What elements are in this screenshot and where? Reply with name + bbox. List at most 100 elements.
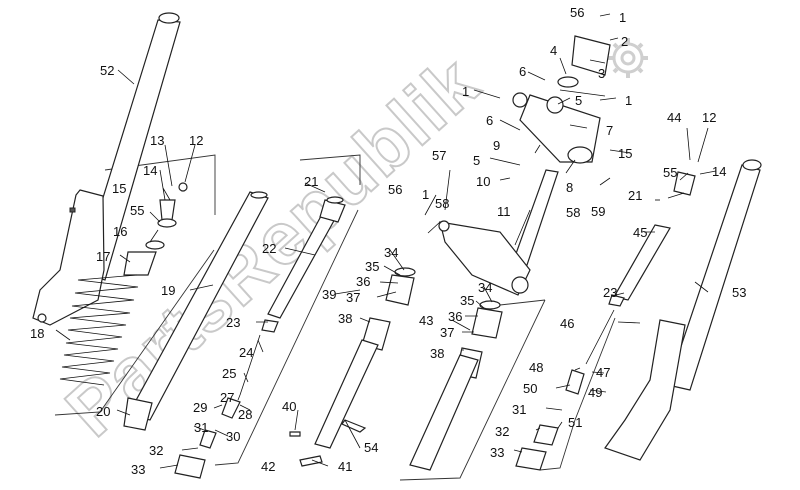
frame-center-left-cartridge xyxy=(214,154,361,466)
callout-14a: 14 xyxy=(143,163,157,178)
callout-37a: 37 xyxy=(346,290,360,305)
gear-watermark-icon xyxy=(608,38,648,78)
callout-49: 49 xyxy=(588,385,602,400)
callout-39: 39 xyxy=(322,287,336,302)
callout-43: 43 xyxy=(419,313,433,328)
callout-38a: 38 xyxy=(338,311,352,326)
callout-1d: 1 xyxy=(422,187,429,202)
callout-29: 29 xyxy=(193,400,207,415)
cartridge-left xyxy=(174,196,346,479)
frame-center-right-cartridge xyxy=(399,299,546,481)
assembly-frames xyxy=(54,154,660,481)
callout-5a: 5 xyxy=(575,93,582,108)
callout-1b: 1 xyxy=(462,84,469,99)
callout-50: 50 xyxy=(523,381,537,396)
callout-34a: 34 xyxy=(384,245,398,260)
frame-left-internals xyxy=(54,154,216,416)
callout-58b: 58 xyxy=(566,205,580,220)
callout-33b: 33 xyxy=(490,445,504,460)
callout-23b: 23 xyxy=(603,285,617,300)
callout-56b: 56 xyxy=(388,182,402,197)
callout-labels: 1 1 1 1 2 3 4 5 5 6 6 7 8 9 10 11 12 12 … xyxy=(30,5,746,477)
callout-24: 24 xyxy=(239,345,253,360)
callout-25: 25 xyxy=(222,366,236,381)
callout-27: 27 xyxy=(220,390,234,405)
left-damper-tube xyxy=(123,191,269,431)
callout-36a: 36 xyxy=(356,274,370,289)
callout-5b: 5 xyxy=(473,153,480,168)
callout-55b: 55 xyxy=(663,165,677,180)
callout-53: 53 xyxy=(732,285,746,300)
callout-13: 13 xyxy=(150,133,164,148)
callout-38b: 38 xyxy=(430,346,444,361)
callout-10: 10 xyxy=(476,174,490,189)
callout-40: 40 xyxy=(282,399,296,414)
callout-36b: 36 xyxy=(448,309,462,324)
leader-lines xyxy=(55,13,717,469)
callout-47: 47 xyxy=(596,365,610,380)
callout-45: 45 xyxy=(633,225,647,240)
callout-41: 41 xyxy=(338,459,352,474)
callout-35b: 35 xyxy=(460,293,474,308)
callout-11: 11 xyxy=(497,204,511,219)
callout-21a: 21 xyxy=(304,174,318,189)
right-fork-leg xyxy=(604,159,762,461)
callout-55a: 55 xyxy=(130,203,144,218)
callout-4: 4 xyxy=(550,43,557,58)
cartridge-center-right xyxy=(409,300,503,471)
upper-triple-clamp xyxy=(512,35,611,164)
callout-18: 18 xyxy=(30,326,44,341)
callout-15b: 15 xyxy=(618,146,632,161)
callout-33a: 33 xyxy=(131,462,145,477)
callout-42: 42 xyxy=(261,459,275,474)
callout-16: 16 xyxy=(113,224,127,239)
callout-21b: 21 xyxy=(628,188,642,203)
callout-35a: 35 xyxy=(365,259,379,274)
callout-12a: 12 xyxy=(189,133,203,148)
callout-19: 19 xyxy=(161,283,175,298)
left-spring xyxy=(59,251,157,386)
callout-15a: 15 xyxy=(112,181,126,196)
callout-6b: 6 xyxy=(486,113,493,128)
callout-51: 51 xyxy=(568,415,582,430)
callout-48: 48 xyxy=(529,360,543,375)
callout-52: 52 xyxy=(100,63,114,78)
callout-1c: 1 xyxy=(625,93,632,108)
callout-28: 28 xyxy=(238,407,252,422)
callout-32a: 32 xyxy=(149,443,163,458)
callout-31a: 31 xyxy=(194,420,208,435)
callout-32b: 32 xyxy=(495,424,509,439)
callout-3: 3 xyxy=(598,66,605,81)
callout-46: 46 xyxy=(560,316,574,331)
right-internals xyxy=(515,171,696,471)
callout-9: 9 xyxy=(493,138,500,153)
cartridge-center-left xyxy=(289,267,416,467)
lower-triple-clamp xyxy=(438,169,559,296)
callout-58a: 58 xyxy=(435,196,449,211)
callout-20: 20 xyxy=(96,404,110,419)
callout-23a: 23 xyxy=(226,315,240,330)
left-cap-group xyxy=(145,182,188,250)
callout-17: 17 xyxy=(96,249,110,264)
callout-30: 30 xyxy=(226,429,240,444)
callout-22: 22 xyxy=(262,241,276,256)
callout-6a: 6 xyxy=(519,64,526,79)
callout-12b: 12 xyxy=(702,110,716,125)
callout-44: 44 xyxy=(667,110,681,125)
callout-1a: 1 xyxy=(619,10,626,25)
callout-7: 7 xyxy=(606,123,613,138)
callout-37b: 37 xyxy=(440,325,454,340)
frame-right-internals xyxy=(539,199,660,471)
callout-34b: 34 xyxy=(478,280,492,295)
callout-8: 8 xyxy=(566,180,573,195)
callout-56a: 56 xyxy=(570,5,584,20)
callout-2: 2 xyxy=(621,34,628,49)
callout-59: 59 xyxy=(591,204,605,219)
callout-14b: 14 xyxy=(712,164,726,179)
callout-31b: 31 xyxy=(512,402,526,417)
callout-54: 54 xyxy=(364,440,378,455)
callout-57: 57 xyxy=(432,148,446,163)
left-fork-leg xyxy=(32,12,181,326)
